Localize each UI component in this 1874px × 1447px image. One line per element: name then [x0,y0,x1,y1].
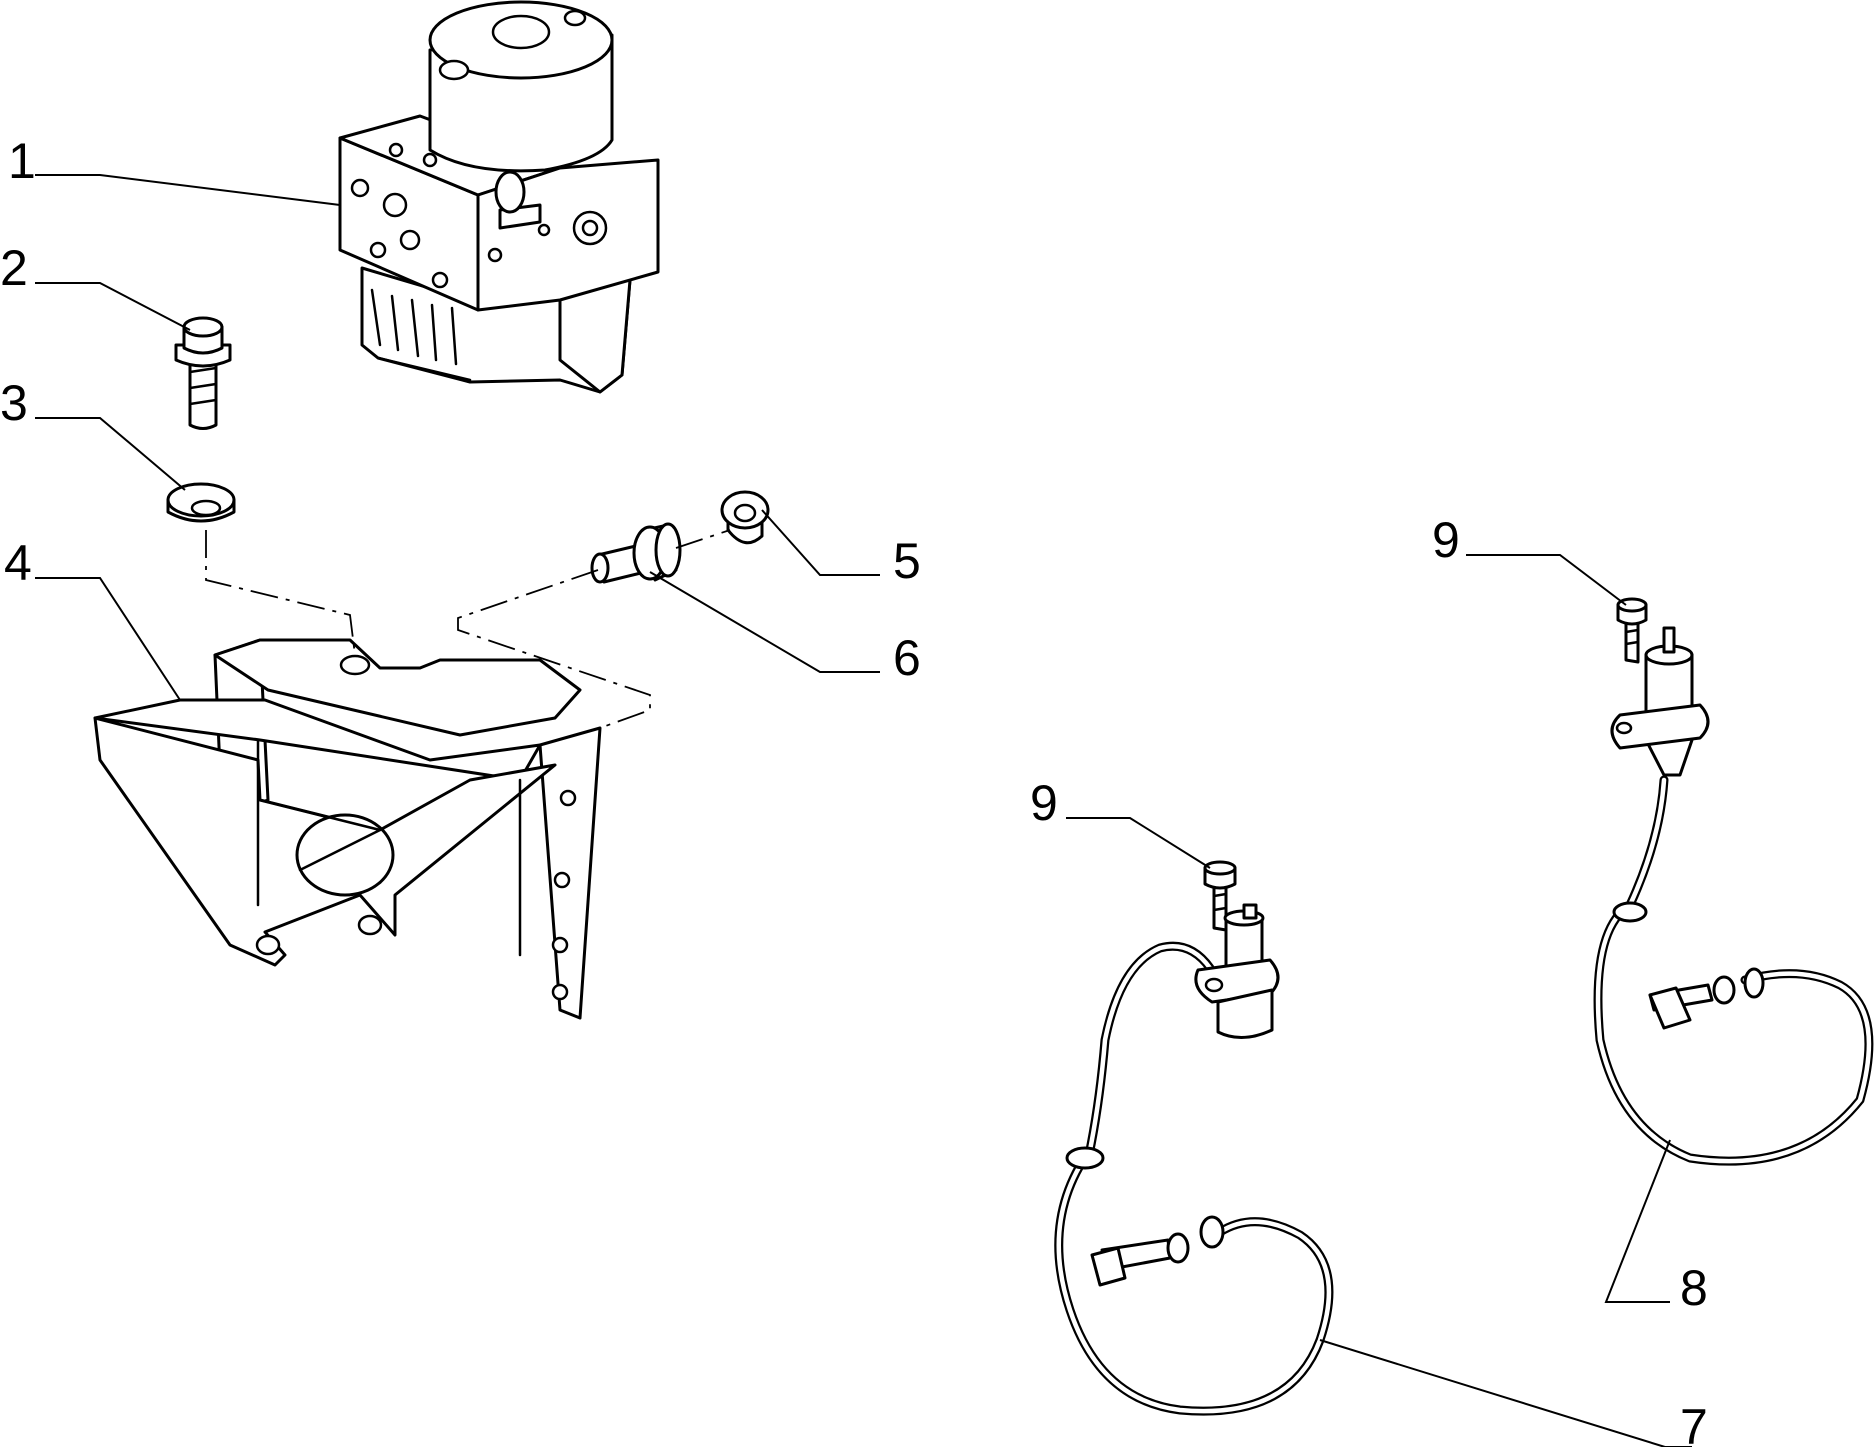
leader-2 [35,282,191,331]
leader-9-upper [1466,554,1627,606]
leader-8 [1604,1139,1671,1303]
leader-7 [1319,1339,1692,1447]
callout-3: 3 [0,375,28,431]
callout-numbers: 1 2 3 4 5 6 7 8 9 9 [0,133,1708,1447]
leader-1 [35,174,341,206]
callout-7: 7 [1680,1399,1708,1447]
leader-6 [649,571,880,673]
screw-upper [1616,597,1648,664]
spring-washer [166,482,236,523]
callout-4: 4 [4,535,32,591]
leader-lines [35,174,1692,1447]
support-bracket [93,638,602,1020]
leader-9-lower [1066,817,1211,869]
callout-8: 8 [1680,1260,1708,1316]
bolt [174,316,232,430]
rubber-grommet [720,490,770,545]
callout-5: 5 [893,533,921,589]
callout-1: 1 [8,133,36,189]
callout-2: 2 [0,240,28,296]
leader-4 [35,577,181,701]
spacer-bushing [590,522,682,584]
callout-6: 6 [893,630,921,686]
leader-5 [761,509,880,576]
leader-3 [35,417,186,491]
wheel-speed-sensor-upper [1593,626,1874,1166]
assembly-axis-lines [205,529,731,729]
callout-9-upper: 9 [1432,512,1460,568]
callout-9-lower: 9 [1030,775,1058,831]
wheel-speed-sensor-lower [1054,903,1334,1416]
abs-hydraulic-unit [338,0,660,394]
